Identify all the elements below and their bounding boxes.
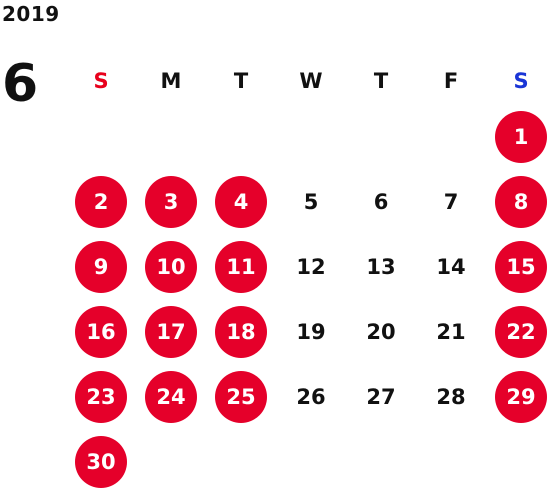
calendar-day-cell: 23 bbox=[66, 364, 136, 429]
calendar-day-cell: 21 bbox=[416, 299, 486, 364]
highlighted-day: 30 bbox=[75, 435, 127, 488]
calendar-day: 19 bbox=[296, 319, 326, 344]
highlighted-day: 11 bbox=[215, 240, 267, 293]
highlighted-day: 2 bbox=[75, 175, 127, 228]
highlighted-day: 9 bbox=[75, 240, 127, 293]
calendar-day: 6 bbox=[373, 189, 389, 214]
calendar-day-cell: 28 bbox=[416, 364, 486, 429]
highlighted-day: 29 bbox=[495, 370, 547, 423]
calendar-day-cell: 29 bbox=[486, 364, 548, 429]
weekday-header-wed: W bbox=[299, 69, 323, 93]
empty-day-cell bbox=[416, 429, 486, 494]
calendar-day-cell: 14 bbox=[416, 234, 486, 299]
calendar-day-cell: 16 bbox=[66, 299, 136, 364]
calendar-day-cell: 19 bbox=[276, 299, 346, 364]
highlighted-day: 8 bbox=[495, 175, 547, 228]
empty-day-cell bbox=[416, 104, 486, 169]
calendar-day-cell: 26 bbox=[276, 364, 346, 429]
calendar-day: 5 bbox=[303, 189, 319, 214]
calendar-day-cell: 5 bbox=[276, 169, 346, 234]
weekday-header-sat: S bbox=[513, 69, 529, 93]
calendar-day-cell: 22 bbox=[486, 299, 548, 364]
empty-day-cell bbox=[276, 104, 346, 169]
calendar-day-cell: 17 bbox=[136, 299, 206, 364]
empty-day-cell bbox=[346, 104, 416, 169]
calendar-day-cell: 13 bbox=[346, 234, 416, 299]
highlighted-day: 25 bbox=[215, 370, 267, 423]
calendar-day: 21 bbox=[436, 319, 466, 344]
calendar-day-cell: 11 bbox=[206, 234, 276, 299]
calendar-day-cell: 3 bbox=[136, 169, 206, 234]
highlighted-day: 10 bbox=[145, 240, 197, 293]
empty-day-cell bbox=[276, 429, 346, 494]
highlighted-day: 3 bbox=[145, 175, 197, 228]
calendar-day-cell: 30 bbox=[66, 429, 136, 494]
calendar-day: 14 bbox=[436, 254, 466, 279]
highlighted-day: 24 bbox=[145, 370, 197, 423]
weekday-header-tue: T bbox=[233, 69, 249, 93]
calendar-day-cell: 24 bbox=[136, 364, 206, 429]
calendar-day: 7 bbox=[443, 189, 459, 214]
highlighted-day: 1 bbox=[495, 110, 547, 163]
calendar-day-cell: 7 bbox=[416, 169, 486, 234]
calendar-day-cell: 20 bbox=[346, 299, 416, 364]
calendar-day: 20 bbox=[366, 319, 396, 344]
calendar-day-cell: 27 bbox=[346, 364, 416, 429]
calendar-day-cell: 25 bbox=[206, 364, 276, 429]
highlighted-day: 23 bbox=[75, 370, 127, 423]
highlighted-day: 16 bbox=[75, 305, 127, 358]
calendar-day-cell: 12 bbox=[276, 234, 346, 299]
highlighted-day: 18 bbox=[215, 305, 267, 358]
calendar-day: 13 bbox=[366, 254, 396, 279]
empty-day-cell bbox=[486, 429, 548, 494]
empty-day-cell bbox=[206, 104, 276, 169]
calendar-day-cell: 2 bbox=[66, 169, 136, 234]
calendar-day: 28 bbox=[436, 384, 466, 409]
calendar-day: 26 bbox=[296, 384, 326, 409]
highlighted-day: 22 bbox=[495, 305, 547, 358]
calendar-day: 27 bbox=[366, 384, 396, 409]
highlighted-day: 15 bbox=[495, 240, 547, 293]
calendar-day-cell: 18 bbox=[206, 299, 276, 364]
highlighted-day: 4 bbox=[215, 175, 267, 228]
weekday-header-mon: M bbox=[160, 69, 182, 93]
empty-day-cell bbox=[66, 104, 136, 169]
highlighted-day: 17 bbox=[145, 305, 197, 358]
calendar-day: 12 bbox=[296, 254, 326, 279]
weekday-header-sun: S bbox=[93, 69, 109, 93]
calendar-day-cell: 8 bbox=[486, 169, 548, 234]
empty-day-cell bbox=[136, 429, 206, 494]
year-label: 2019 bbox=[2, 2, 60, 26]
empty-day-cell bbox=[136, 104, 206, 169]
calendar-day-cell: 15 bbox=[486, 234, 548, 299]
empty-day-cell bbox=[206, 429, 276, 494]
weekday-header-thu: T bbox=[373, 69, 389, 93]
calendar-day-cell: 4 bbox=[206, 169, 276, 234]
weekday-header-fri: F bbox=[443, 69, 459, 93]
calendar-day-cell: 10 bbox=[136, 234, 206, 299]
empty-day-cell bbox=[346, 429, 416, 494]
month-number: 6 bbox=[2, 54, 39, 114]
calendar-day-cell: 9 bbox=[66, 234, 136, 299]
calendar-day-cell: 1 bbox=[486, 104, 548, 169]
calendar-day-cell: 6 bbox=[346, 169, 416, 234]
